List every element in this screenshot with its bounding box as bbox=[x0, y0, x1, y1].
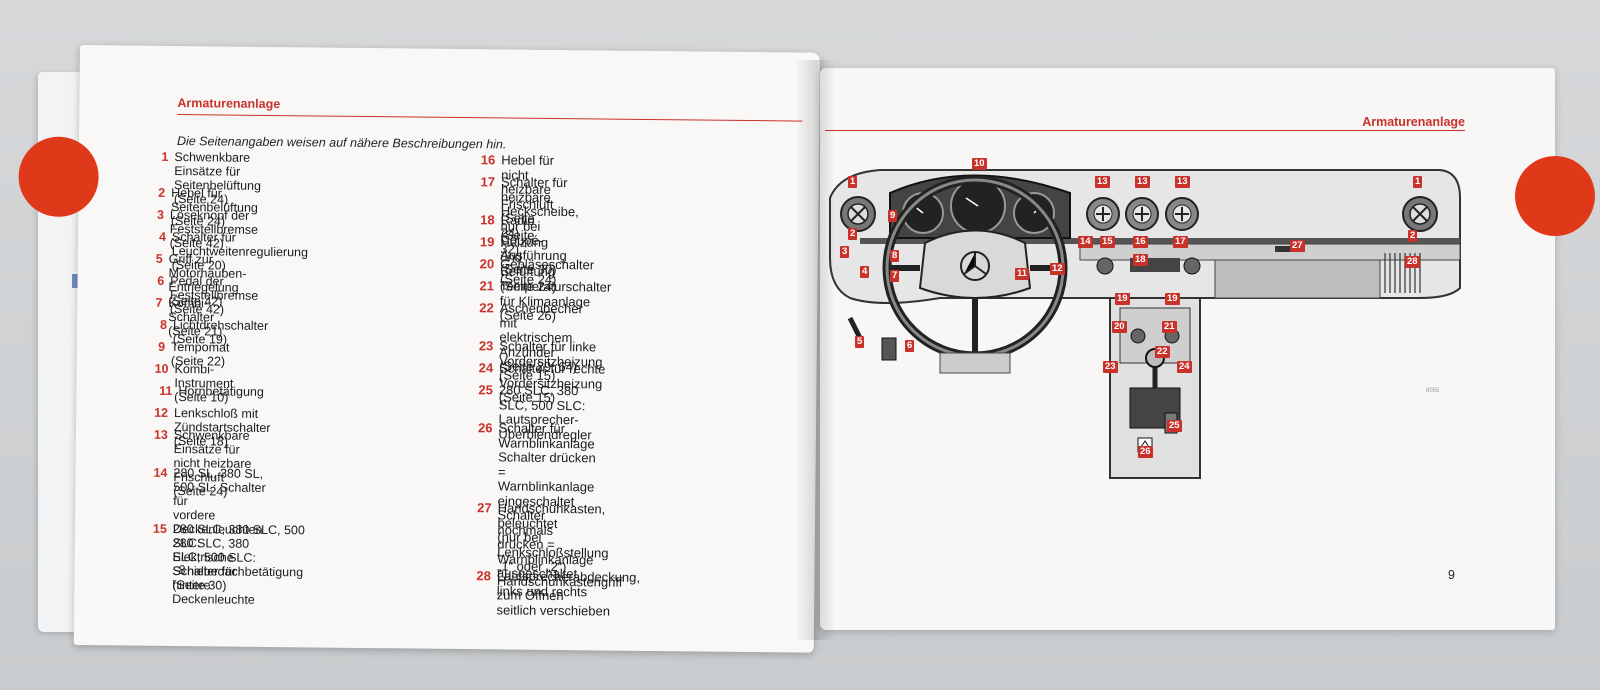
left-page: Armaturenanlage Die Seitenangaben weisen… bbox=[18, 45, 820, 653]
legend-number: 27 bbox=[477, 500, 492, 516]
header-rule bbox=[177, 114, 803, 122]
legend-number: 15 bbox=[152, 521, 167, 536]
diagram-callout: 24 bbox=[1177, 361, 1192, 373]
diagram-callout: 18 bbox=[1133, 254, 1148, 266]
diagram-callout: 6 bbox=[905, 340, 915, 352]
diagram-callout: 7 bbox=[890, 270, 900, 282]
diagram-callout: 2 bbox=[1408, 230, 1418, 242]
diagram-callout: 26 bbox=[1138, 446, 1153, 458]
diagram-code: 8055 bbox=[1426, 388, 1440, 394]
diagram-callout: 25 bbox=[1167, 420, 1182, 432]
diagram-callout: 2 bbox=[848, 228, 858, 240]
page-number: 8 bbox=[178, 563, 186, 578]
section-tab-marker bbox=[1515, 156, 1595, 236]
page-edge-mark bbox=[72, 274, 78, 288]
legend-text: Hornbetätigung bbox=[178, 384, 264, 399]
running-header: Armaturenanlage bbox=[177, 96, 281, 112]
diagram-callout: 23 bbox=[1103, 361, 1118, 373]
diagram-callout: 5 bbox=[855, 336, 865, 348]
diagram-callout: 9 bbox=[888, 210, 898, 222]
diagram-callout: 19 bbox=[1165, 293, 1180, 305]
diagram-callout: 15 bbox=[1100, 236, 1115, 248]
diagram-callout: 1 bbox=[848, 176, 858, 188]
diagram-callout: 13 bbox=[1175, 176, 1190, 188]
legend-item: 11 Hornbetätigung bbox=[154, 384, 264, 399]
diagram-callout: 22 bbox=[1155, 346, 1170, 358]
legend-text: Lautsprecherabdeckung, links und rechts bbox=[496, 568, 641, 599]
section-tab-marker bbox=[18, 136, 100, 218]
dashboard-illustration bbox=[829, 169, 1461, 479]
intro-text: Die Seitenangaben weisen auf nähere Besc… bbox=[176, 134, 507, 152]
diagram-callout: 11 bbox=[1015, 268, 1030, 280]
page-number: 9 bbox=[1448, 568, 1455, 582]
diagram-callout: 16 bbox=[1133, 236, 1148, 248]
header-rule bbox=[825, 130, 1465, 131]
diagram-callout: 4 bbox=[860, 266, 870, 278]
diagram-callout: 8 bbox=[890, 250, 900, 262]
legend-text: 280 SLC, 380 SLC, 500 SLC: Elektrische S… bbox=[172, 521, 305, 593]
diagram-callout: 3 bbox=[840, 246, 850, 258]
diagram-callout: 14 bbox=[1078, 236, 1093, 248]
legend-text: Handschuhkasten, beleuchtet (nur bei Len… bbox=[496, 500, 623, 619]
diagram-callout: 28 bbox=[1405, 256, 1420, 268]
legend-number: 11 bbox=[159, 383, 173, 398]
diagram-callout: 12 bbox=[1050, 263, 1065, 275]
diagram-callout: 13 bbox=[1135, 176, 1150, 188]
diagram-callout: 21 bbox=[1162, 321, 1177, 333]
legend-item: 15 280 SLC, 380 SLC, 500 SLC: Elektrische… bbox=[152, 522, 307, 594]
diagram-callout: 1 bbox=[1413, 176, 1423, 188]
legend-number: 28 bbox=[476, 568, 492, 584]
right-page: Armaturenanlage bbox=[820, 68, 1595, 630]
diagram-callout: 17 bbox=[1173, 236, 1188, 248]
diagram-callout: 10 bbox=[972, 158, 987, 170]
diagram-callout: 27 bbox=[1290, 240, 1305, 252]
diagram-callout: 13 bbox=[1095, 176, 1110, 188]
running-header: Armaturenanlage bbox=[1362, 115, 1465, 129]
diagram-callout: 20 bbox=[1112, 321, 1127, 333]
diagram-callout: 19 bbox=[1115, 293, 1130, 305]
